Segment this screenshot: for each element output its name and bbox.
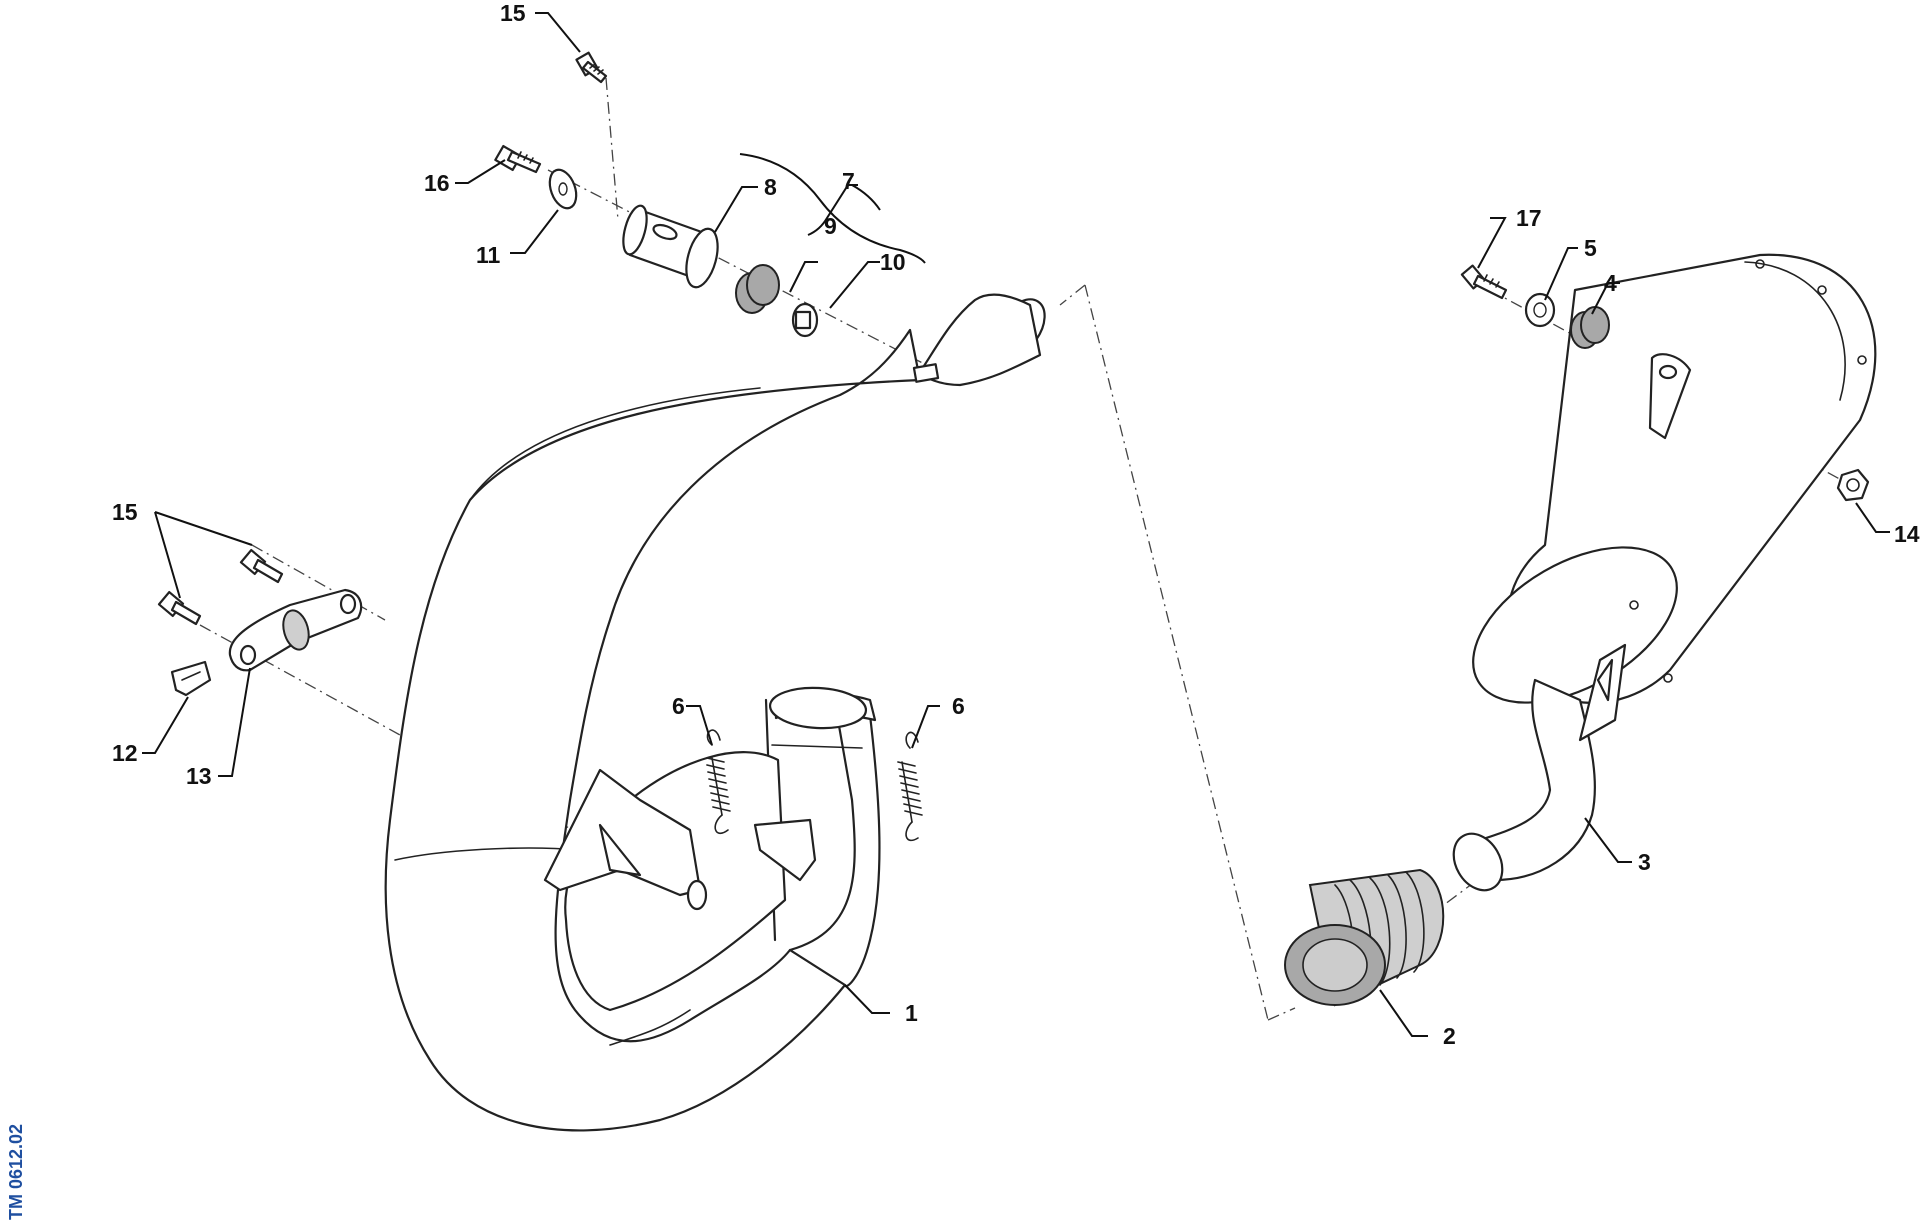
spacer-5: [1524, 292, 1556, 328]
bolt-16: [494, 144, 542, 174]
callout-4: 4: [1604, 270, 1617, 296]
callout-13: 13: [186, 763, 212, 789]
grommet-9: [735, 264, 780, 314]
callout-12: 12: [112, 740, 138, 766]
callout-6-right: 6: [952, 693, 965, 719]
bolt-15-top: [575, 51, 608, 84]
bolt-15-lower-a: [239, 548, 284, 584]
spring-6-right: [897, 731, 923, 842]
bolt-17: [1460, 264, 1508, 300]
document-id: TM 0612.02: [6, 1124, 26, 1220]
callout-16: 16: [424, 170, 450, 196]
sleeve-seal: [1284, 868, 1445, 1007]
bolt-15-lower-b: [157, 590, 202, 626]
callout-labels: 1 2 3 4 5 6 6 7 8 9 10 11 12 13 14 15 15…: [112, 0, 1920, 1049]
callout-7: 7: [842, 168, 855, 194]
leader-lines: [142, 12, 1890, 1037]
bracket-plate-13: [228, 588, 363, 672]
callout-15-top: 15: [500, 0, 526, 26]
callout-14: 14: [1894, 521, 1920, 547]
callout-2: 2: [1443, 1023, 1456, 1049]
callout-17: 17: [1516, 205, 1542, 231]
silencer: [1452, 253, 1877, 892]
callout-1: 1: [905, 1000, 918, 1026]
callout-8: 8: [764, 174, 777, 200]
callout-10: 10: [880, 249, 906, 275]
clamp-sleeve-8: [622, 204, 719, 289]
callout-6-left: 6: [672, 693, 685, 719]
callout-11: 11: [476, 242, 501, 268]
spacer-10: [791, 302, 819, 338]
spring-6-left: [706, 729, 731, 835]
clip-nut-12: [170, 660, 212, 697]
expansion-chamber-pipe: [384, 293, 1046, 1132]
washer-11: [548, 168, 578, 210]
nut-14: [1836, 468, 1870, 502]
callout-15-left: 15: [112, 499, 138, 525]
callout-5: 5: [1584, 235, 1597, 261]
callout-3: 3: [1638, 849, 1651, 875]
callout-9: 9: [824, 213, 837, 239]
